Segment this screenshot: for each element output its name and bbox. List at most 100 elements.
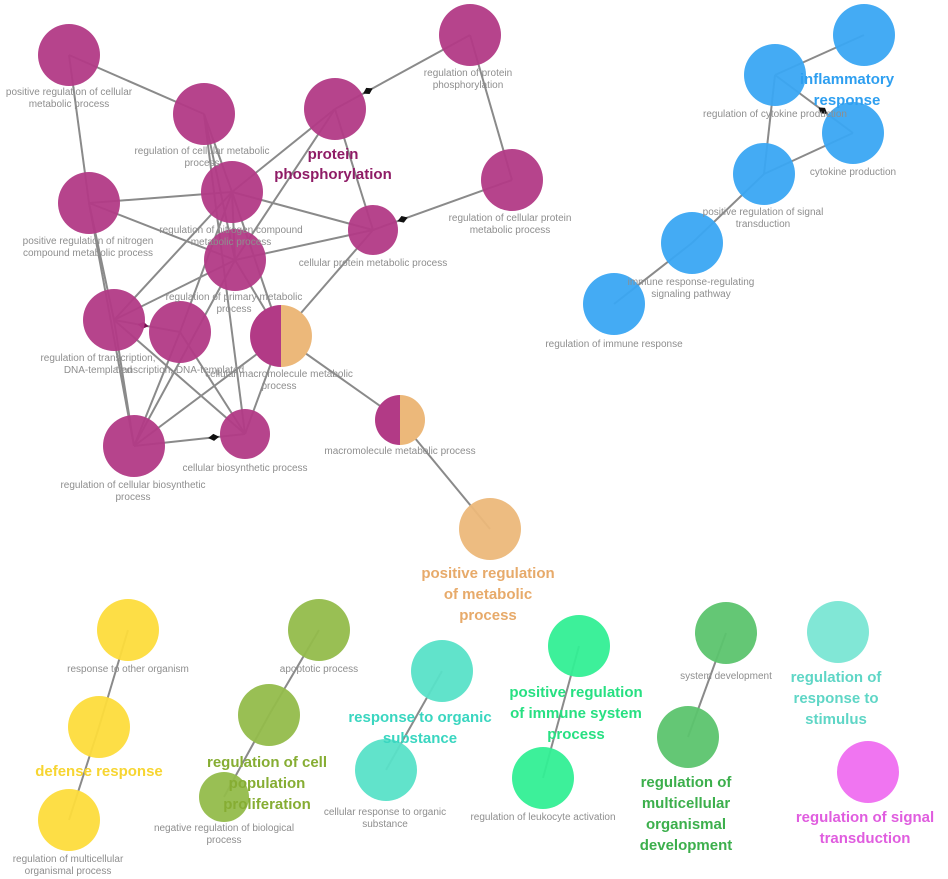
label-line: regulation of cell (207, 754, 327, 771)
label-line: population (229, 775, 306, 792)
node-reg-cell-prot-met[interactable] (481, 149, 543, 211)
node-pos-reg-immune-sys[interactable] (548, 615, 610, 677)
label-line: regulation of primary metabolic (166, 292, 303, 303)
label-line: positive regulation of cellular (6, 87, 133, 98)
node-pos-reg-signal[interactable] (733, 143, 795, 205)
label-line: metabolic process (191, 237, 272, 248)
label-line: regulation of nitrogen compound (159, 225, 302, 236)
label-line: negative regulation of biological (154, 823, 294, 834)
label-reg-cell-pop-prolif: regulation of cell population proliferatio… (207, 754, 327, 813)
node-reg-resp-stimulus[interactable] (807, 601, 869, 663)
label-line: regulation of cellular biosynthetic (60, 480, 205, 491)
label-line: response to (793, 690, 878, 707)
node-cell-resp-organic[interactable] (355, 739, 417, 801)
label-line: transcription, DNA-templated (116, 365, 244, 376)
edge-arrow-reg-prot-phos-prot-phos (363, 87, 373, 95)
label-line: regulation of transcription, (40, 353, 155, 364)
node-macro-met-left (375, 395, 400, 445)
label-line: positive regulation (509, 684, 642, 701)
node-cell-prot-met[interactable] (348, 205, 398, 255)
node-reg-immune[interactable] (583, 273, 645, 335)
label-line: phosphorylation (433, 80, 504, 91)
node-pos-reg-cell-met[interactable] (38, 24, 100, 86)
node-reg-cell-biosyn[interactable] (103, 415, 165, 477)
label-line: process (459, 607, 517, 624)
node-macro-met[interactable] (375, 395, 425, 445)
label-line: response to organic (348, 709, 491, 726)
label-line: cellular protein metabolic process (299, 258, 447, 269)
node-reg-multicell-org-proc[interactable] (38, 789, 100, 851)
node-pos-reg-nitrogen[interactable] (58, 172, 120, 234)
label-line: regulation of leukocyte activation (470, 812, 615, 823)
node-system-dev[interactable] (695, 602, 757, 664)
node-reg-cell-pop-prolif[interactable] (238, 684, 300, 746)
label-line: regulation of signal (796, 809, 934, 826)
label-line: organismal process (25, 866, 112, 877)
node-prot-phos[interactable] (304, 78, 366, 140)
node-transcription[interactable] (149, 301, 211, 363)
label-line: multicellular (642, 795, 731, 812)
label-line: positive regulation of signal (703, 207, 824, 218)
node-resp-organic[interactable] (411, 640, 473, 702)
node-pos-reg-met[interactable] (459, 498, 521, 560)
label-line: organismal (646, 816, 726, 833)
node-reg-nitrogen[interactable] (201, 161, 263, 223)
node-reg-cytokine[interactable] (744, 44, 806, 106)
node-neg-reg-bio-proc[interactable] (199, 772, 249, 822)
label-line: metabolic process (29, 99, 110, 110)
node-resp-other-org[interactable] (97, 599, 159, 661)
node-cell-biosyn[interactable] (220, 409, 270, 459)
label-line: regulation of (791, 669, 883, 686)
label-line: cytokine production (810, 167, 896, 178)
node-inflammatory[interactable] (833, 4, 895, 66)
label-line: process (115, 492, 150, 503)
node-cell-macro-met-left (250, 305, 281, 367)
label-line: of metabolic (444, 586, 532, 603)
node-cell-macro-met[interactable] (250, 305, 312, 367)
label-line: positive regulation (421, 565, 554, 582)
label-line: protein (308, 146, 359, 163)
label-pos-reg-met: positive regulation of metabolic process (421, 565, 554, 624)
node-reg-multicell-dev[interactable] (657, 706, 719, 768)
edge-arrow-reg-cell-biosyn-cell-biosyn (208, 433, 220, 441)
label-line: cellular macromolecule metabolic (205, 369, 353, 380)
label-line: process (547, 726, 605, 743)
label-line: apoptotic process (280, 664, 358, 675)
node-apoptotic[interactable] (288, 599, 350, 661)
label-line: regulation of protein (424, 68, 512, 79)
label-line: development (640, 837, 733, 854)
node-reg-cell-met[interactable] (173, 83, 235, 145)
label-system-dev: system development (680, 671, 772, 682)
node-reg-prot-phos[interactable] (439, 4, 501, 66)
label-line: regulation of cytokine production (703, 109, 847, 120)
label-line: signaling pathway (651, 289, 731, 300)
node-cytokine[interactable] (822, 102, 884, 164)
label-line: substance (362, 819, 408, 830)
node-reg-signal-trans[interactable] (837, 741, 899, 803)
node-reg-primary-met[interactable] (204, 229, 266, 291)
label-line: proliferation (223, 796, 311, 813)
nodes-layer (38, 4, 899, 851)
node-reg-leukocyte[interactable] (512, 747, 574, 809)
node-defense[interactable] (68, 696, 130, 758)
node-immune-reg-sig[interactable] (661, 212, 723, 274)
label-line: process (184, 158, 219, 169)
label-line: regulation of cellular metabolic (134, 146, 269, 157)
node-reg-transcription[interactable] (83, 289, 145, 351)
label-resp-other-org: response to other organism (67, 664, 189, 675)
